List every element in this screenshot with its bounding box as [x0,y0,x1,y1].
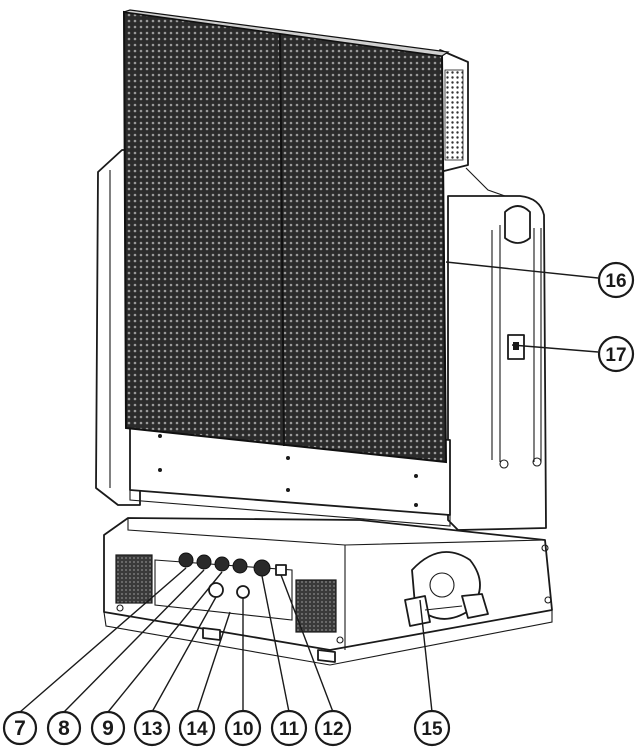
callout-label-16: 16 [605,271,626,292]
callout-label-15: 15 [421,719,443,740]
callout-8: 8 [46,710,82,746]
callout-label-10: 10 [232,719,253,740]
callout-label-7: 7 [14,717,26,740]
base-unit [103,517,553,666]
callout-label-13: 13 [141,719,162,740]
leader-lines [19,261,599,713]
callout-13: 13 [133,709,171,747]
callout-11: 11 [270,709,308,747]
callout-label-17: 17 [605,345,626,366]
callout-9: 9 [90,710,126,746]
callout-17: 17 [597,335,635,373]
callout-label-12: 12 [322,719,343,740]
callout-label-8: 8 [58,717,70,740]
callout-16: 16 [597,261,635,299]
right-yoke-arm [447,167,547,531]
callout-14: 14 [178,709,216,747]
callout-10: 10 [224,709,262,747]
connector-panel [178,552,287,599]
callout-label-11: 11 [279,719,300,740]
callout-12: 12 [314,709,352,747]
callout-label-14: 14 [186,719,208,740]
side-vent [439,49,469,173]
callout-15: 15 [413,709,451,747]
callout-7: 7 [2,710,38,746]
clamp-handle [404,551,489,627]
led-panel [122,9,450,464]
callout-label-9: 9 [102,717,114,740]
